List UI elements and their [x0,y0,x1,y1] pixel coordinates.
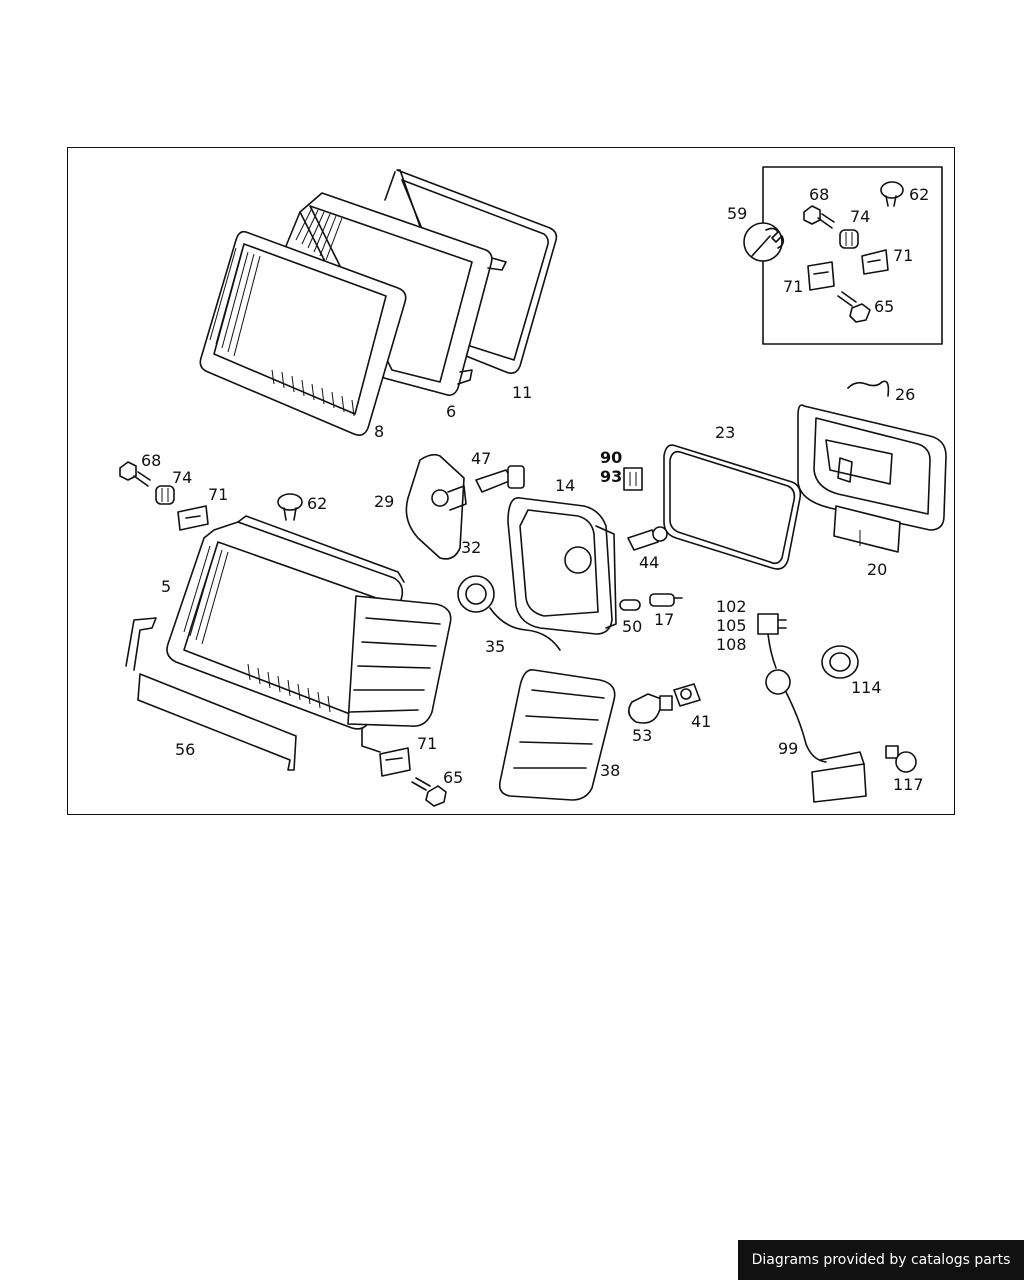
part-117-bulb [885,745,917,773]
part-65-screw-inset [837,291,871,323]
part-56-trim-strip [125,617,297,771]
callout-53: 53 [632,726,652,745]
part-71-clip-nut [177,505,209,531]
part-38-corner-lamp-lens [498,669,616,801]
callout-6: 6 [446,402,456,421]
callout-41: 41 [691,712,711,731]
diagram-frame [67,147,955,815]
callout-47: 47 [471,449,491,468]
callout-74: 74 [172,468,192,487]
callout-50: 50 [622,617,642,636]
callout-108: 108 [716,635,747,654]
part-23-gasket [663,444,802,570]
part-59-wrench-symbol [743,222,785,262]
callout-20: 20 [867,560,887,579]
callout-71-inset-a: 71 [893,246,913,265]
callout-56: 56 [175,740,195,759]
callout-62-inset: 62 [909,185,929,204]
part-41-socket [673,683,701,707]
callout-32: 32 [461,538,481,557]
part-11-seal-frame [384,169,558,374]
part-26-wire [847,380,890,397]
callout-117: 117 [893,775,924,794]
part-17-bulb-holder [649,593,683,607]
callout-59: 59 [727,204,747,223]
callout-11: 11 [512,383,532,402]
callout-labels: 8 6 11 59 68 74 62 71 71 65 26 23 20 68 … [141,185,929,794]
part-74-grommet-inset [839,229,859,249]
callout-114: 114 [851,678,882,697]
callout-74-inset: 74 [850,207,870,226]
callout-14: 14 [555,476,575,495]
part-71-clip-nut-lower [361,727,411,777]
part-8-headlamp-lens [199,230,407,436]
callout-99: 99 [778,739,798,758]
callout-65-inset: 65 [874,297,894,316]
part-5-headlamp-assembly [166,515,452,730]
callout-5: 5 [161,577,171,596]
callout-71-inset-b: 71 [783,277,803,296]
part-44-bulb [627,526,668,551]
part-29-reflector-plate [405,453,467,560]
callout-62: 62 [307,494,327,513]
callout-90: 90 [600,448,622,467]
callout-17: 17 [654,610,674,629]
part-47-bulb [475,465,525,493]
callout-71: 71 [208,485,228,504]
callout-65-lower: 65 [443,768,463,787]
part-53-bulb [628,693,673,724]
part-74-grommet [155,485,175,505]
attribution-text: Diagrams provided by catalogs parts [751,1252,1011,1268]
part-102-105-108-connector [757,613,787,635]
part-20-rear-housing [797,404,947,553]
part-35-cable [489,607,561,651]
part-71-nut-inset-b [807,261,835,291]
part-68-bolt [119,461,151,487]
callout-23: 23 [715,423,735,442]
part-14-main-reflector [507,497,617,635]
callout-8: 8 [374,422,384,441]
callout-105: 105 [716,616,747,635]
callout-44: 44 [639,553,659,572]
callout-29: 29 [374,492,394,511]
callout-38: 38 [600,761,620,780]
callout-93: 93 [600,467,622,486]
part-90-93-connector [623,467,643,491]
callout-35: 35 [485,637,505,656]
part-65-screw-lower [411,777,447,807]
part-68-bolt-inset [803,205,835,229]
callout-102: 102 [716,597,747,616]
callout-71-lower: 71 [417,734,437,753]
part-62-clip-inset [880,181,904,207]
part-114-plug [821,645,859,679]
part-99-side-marker [765,633,867,803]
callout-68-inset: 68 [809,185,829,204]
callout-68: 68 [141,451,161,470]
attribution-banner: Diagrams provided by catalogs parts [738,1240,1024,1280]
part-62-push-clip [277,493,303,521]
part-32-cap [457,575,495,613]
part-71-nut-inset-a [861,249,889,275]
part-50-small-bulb [619,599,641,611]
callout-26: 26 [895,385,915,404]
